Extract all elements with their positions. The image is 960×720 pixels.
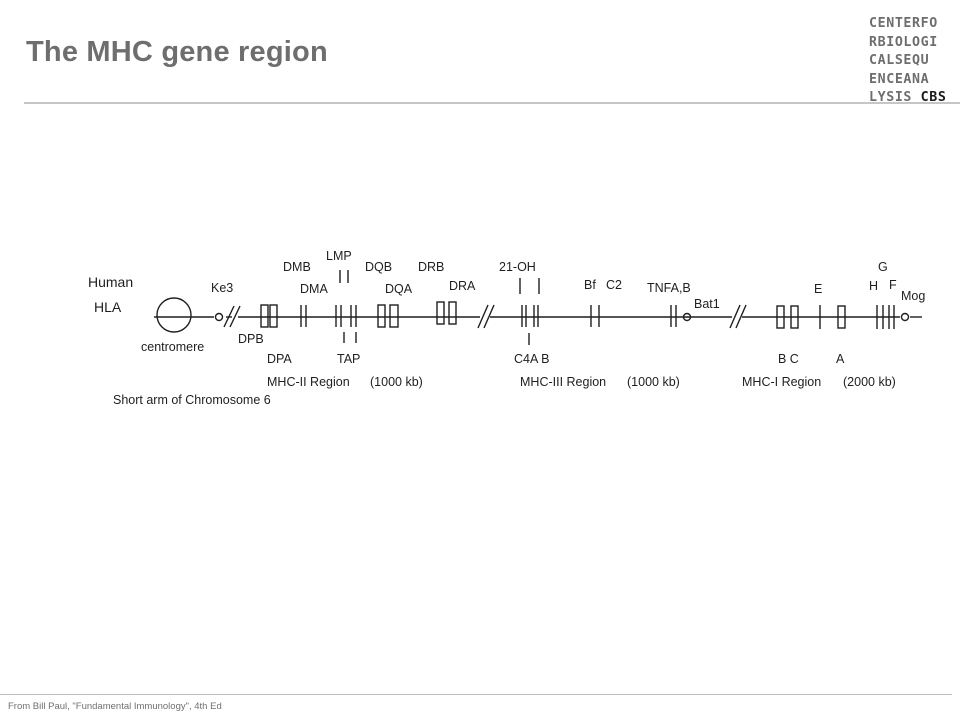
- region-size-mhc1: (2000 kb): [843, 375, 896, 389]
- gene-label-h: H: [869, 279, 878, 293]
- title-divider: [24, 102, 960, 104]
- gene-label-a: A: [836, 352, 845, 366]
- slide-title: The MHC gene region: [26, 36, 328, 68]
- logo-line-2: RBIOLOGI: [869, 34, 938, 50]
- gene-label-tap: TAP: [337, 352, 360, 366]
- gene-label-21oh: 21-OH: [499, 260, 536, 274]
- centromere-label: centromere: [141, 340, 204, 354]
- complex-label: HLA: [94, 299, 122, 315]
- mhc-gene-map: Human HLA centromere Ke3 DPB DPA DMB DMA…: [88, 249, 925, 407]
- drb-gene-box: [436, 301, 445, 325]
- logo-cbs-mark: CBS: [920, 90, 947, 105]
- gene-label-dpb: DPB: [238, 332, 264, 346]
- break-mark: [729, 304, 741, 329]
- gene-label-bat1: Bat1: [694, 297, 720, 311]
- logo-line-4: ENCEANA: [869, 71, 930, 87]
- break-mark: [477, 304, 489, 329]
- gene-label-dmb: DMB: [283, 260, 311, 274]
- dqb-gene-box: [377, 304, 386, 328]
- centromere-circle: [156, 297, 192, 333]
- dra-gene-box: [448, 301, 457, 325]
- gene-label-c2: C2: [606, 278, 622, 292]
- a-gene-box: [837, 305, 846, 329]
- footer-divider: [0, 694, 952, 695]
- logo-line-5: LYSIS CBS: [869, 89, 946, 108]
- cbs-logo: CENTERFO RBIOLOGI CALSEQU ENCEANA LYSIS …: [869, 15, 946, 108]
- region-size-mhc2: (1000 kb): [370, 375, 423, 389]
- mog-marker: [900, 312, 910, 322]
- region-label-mhc1: MHC-I Region: [742, 375, 821, 389]
- b-gene-box: [776, 305, 785, 329]
- region-label-mhc2: MHC-II Region: [267, 375, 350, 389]
- gene-label-f: F: [889, 278, 897, 292]
- dpb-gene-box: [260, 304, 269, 328]
- gene-label-e: E: [814, 282, 822, 296]
- logo-line-1: CENTERFO: [869, 16, 938, 31]
- break-mark: [229, 305, 241, 328]
- gene-label-bf: Bf: [584, 278, 596, 292]
- logo-line-5-text: LYSIS: [869, 90, 921, 105]
- dqa-gene-box: [389, 304, 399, 328]
- region-caption: Short arm of Chromosome 6: [113, 393, 271, 407]
- gene-label-dra: DRA: [449, 279, 476, 293]
- dpa-gene-box: [269, 304, 278, 328]
- species-label: Human: [88, 274, 133, 290]
- c-gene-box: [790, 305, 799, 329]
- bat1-marker: [682, 312, 692, 322]
- gene-label-ke3: Ke3: [211, 281, 233, 295]
- gene-label-mog: Mog: [901, 289, 925, 303]
- gene-label-drb: DRB: [418, 260, 444, 274]
- gene-label-g: G: [878, 260, 888, 274]
- region-size-mhc3: (1000 kb): [627, 375, 680, 389]
- gene-label-lmp: LMP: [326, 249, 352, 263]
- gene-label-dma: DMA: [300, 282, 328, 296]
- break-mark: [483, 304, 495, 329]
- gene-label-dpa: DPA: [267, 352, 292, 366]
- gene-label-dqa: DQA: [385, 282, 413, 296]
- ke3-marker: [214, 312, 224, 322]
- gene-label-tnf: TNFA,B: [647, 281, 691, 295]
- region-label-mhc3: MHC-III Region: [520, 375, 606, 389]
- gene-label-c4: C4A B: [514, 352, 549, 366]
- logo-line-3: CALSEQU: [869, 53, 930, 68]
- break-mark: [223, 305, 235, 328]
- gene-label-bc: B C: [778, 352, 799, 366]
- gene-label-dqb: DQB: [365, 260, 392, 274]
- break-mark: [735, 304, 747, 329]
- source-credit: From Bill Paul, "Fundamental Immunology"…: [8, 701, 222, 712]
